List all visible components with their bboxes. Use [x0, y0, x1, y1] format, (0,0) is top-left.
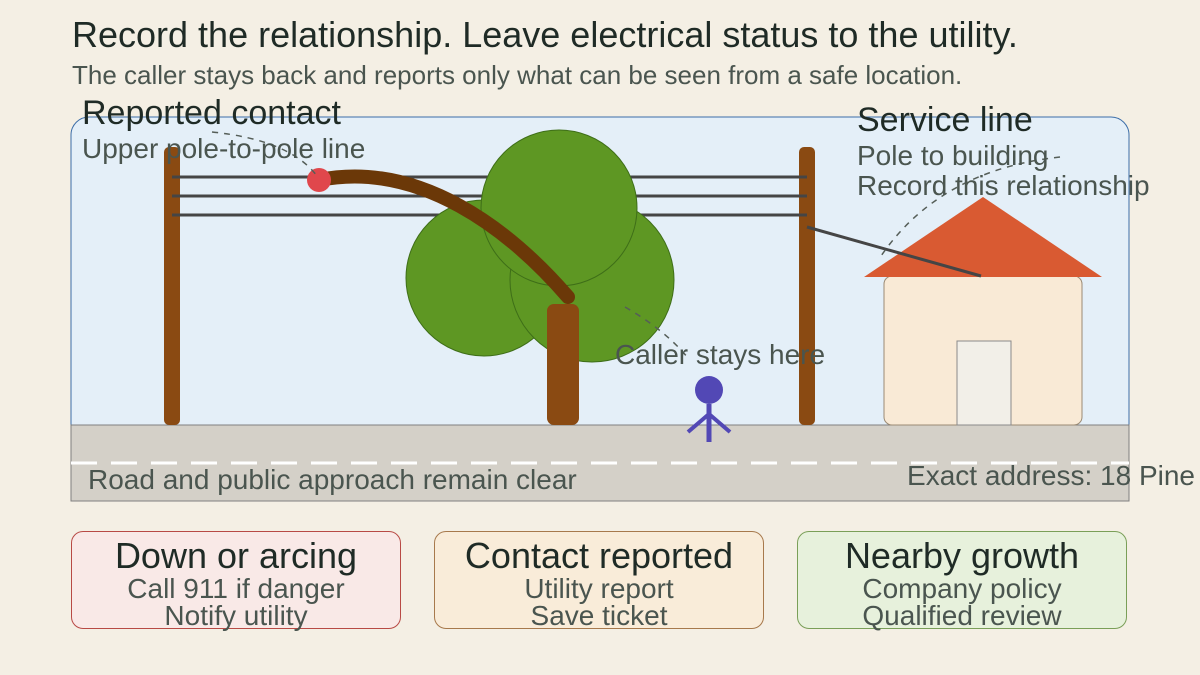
- service-line-title: Service line: [857, 101, 1033, 139]
- tree-trunk: [547, 304, 579, 425]
- house-roof: [864, 197, 1102, 277]
- reported-contact-title: Reported contact: [82, 94, 341, 132]
- caller-head: [695, 376, 723, 404]
- card-title: Contact reported: [464, 535, 734, 576]
- card-line: Notify utility: [164, 600, 308, 631]
- service-line-detail-2: Record this relationship: [857, 170, 1150, 201]
- card-down-or-arcing: Down or arcing Call 911 if danger Notify…: [71, 531, 401, 631]
- page-title: Record the relationship. Leave electrica…: [72, 14, 1018, 55]
- card-line: Save ticket: [530, 600, 668, 631]
- caller-right-arm: [707, 412, 732, 434]
- card-contact-reported: Contact reported Utility report Save tic…: [434, 531, 764, 631]
- right-pole: [799, 147, 815, 425]
- contact-callout-leader: [211, 131, 318, 177]
- road-label: Road and public approach remain clear: [88, 464, 577, 495]
- card-title: Nearby growth: [844, 535, 1080, 576]
- branch-touching-wire: [312, 169, 575, 304]
- card-line: Call 911 if danger: [127, 573, 345, 604]
- card-line: Company policy: [862, 573, 1062, 604]
- tree-foliage-top: [480, 129, 638, 287]
- card-line: Qualified review: [862, 600, 1062, 631]
- page-subtitle: The caller stays back and reports only w…: [72, 60, 963, 90]
- service-line-wire: [806, 225, 982, 278]
- caller-left-arm: [686, 412, 711, 434]
- contact-point-dot: [307, 168, 331, 192]
- house-door: [956, 340, 1012, 426]
- reported-contact-detail: Upper pole-to-pole line: [82, 133, 365, 164]
- service-line-detail-1: Pole to building: [857, 140, 1048, 171]
- caller-label: Caller stays here: [615, 339, 825, 370]
- card-title: Down or arcing: [114, 535, 358, 576]
- service-callout-leader: [880, 156, 1061, 257]
- card-line: Utility report: [524, 573, 674, 604]
- caller-callout-leader: [624, 306, 689, 359]
- card-nearby-growth: Nearby growth Company policy Qualified r…: [797, 531, 1127, 631]
- left-pole: [164, 147, 180, 425]
- address-label: Exact address: 18 Pine: [907, 460, 1195, 491]
